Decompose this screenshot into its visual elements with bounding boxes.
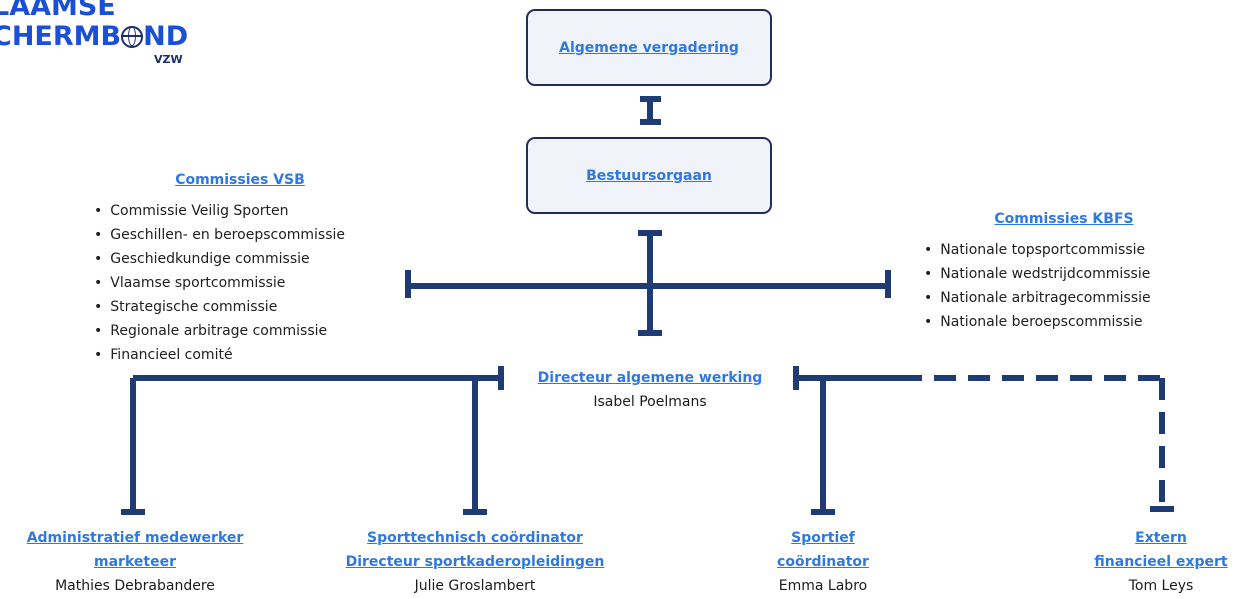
staff-sportief-role-2[interactable]: coördinator: [777, 554, 869, 570]
kbfs-commission-list: Nationale topsportcommissie Nationale we…: [924, 238, 1151, 334]
kbfs-title-link[interactable]: Commissies KBFS: [994, 211, 1134, 227]
vsb-title-link[interactable]: Commissies VSB: [175, 172, 305, 188]
globe-icon: [121, 26, 144, 48]
list-item: Nationale wedstrijdcommissie: [924, 262, 1151, 286]
list-item: Geschillen- en beroepscommissie: [94, 223, 345, 247]
list-item: Nationale beroepscommissie: [924, 310, 1151, 334]
logo-suffix: VZW: [154, 53, 183, 66]
list-item: Nationale topsportcommissie: [924, 238, 1151, 262]
staff-sporttechnisch-role-2[interactable]: Directeur sportkaderopleidingen: [345, 554, 605, 570]
assembly-box: Algemene vergadering: [526, 9, 772, 86]
list-item: Commissie Veilig Sporten: [94, 199, 345, 223]
kbfs-title-wrap: Commissies KBFS: [964, 207, 1164, 231]
staff-sporttechnisch: Sporttechnisch coördinator Directeur spo…: [325, 526, 625, 598]
vsb-commission-list: Commissie Veilig Sporten Geschillen- en …: [94, 199, 345, 367]
staff-sporttechnisch-name: Julie Groslambert: [414, 578, 536, 594]
logo-line-2: CHERMB ND: [0, 22, 188, 52]
staff-admin-name: Mathies Debrabandere: [55, 578, 215, 594]
board-link[interactable]: Bestuursorgaan: [586, 167, 712, 184]
list-item: Vlaamse sportcommissie: [94, 271, 345, 295]
staff-sportief-name: Emma Labro: [778, 578, 868, 594]
list-item: Financieel comité: [94, 343, 345, 367]
logo: LAAMSE CHERMB ND VZW: [0, 0, 188, 66]
list-item: Geschiedkundige commissie: [94, 247, 345, 271]
staff-extern-name: Tom Leys: [1128, 578, 1194, 594]
assembly-link[interactable]: Algemene vergadering: [559, 39, 739, 56]
staff-admin: Administratief medewerker marketeer Math…: [0, 526, 270, 598]
staff-sporttechnisch-role-1[interactable]: Sporttechnisch coördinator: [367, 530, 583, 546]
logo-text-b: ND: [143, 21, 189, 52]
list-item: Nationale arbitragecommissie: [924, 286, 1150, 310]
staff-sportief-role-1[interactable]: Sportief: [791, 530, 855, 546]
staff-extern-role-2[interactable]: financieel expert: [1094, 554, 1228, 570]
board-box: Bestuursorgaan: [526, 137, 772, 214]
staff-extern: Extern financieel expert Tom Leys: [1076, 526, 1246, 598]
staff-extern-role-1[interactable]: Extern: [1135, 530, 1187, 546]
staff-admin-role-2[interactable]: marketeer: [94, 554, 176, 570]
list-item: Strategische commissie: [94, 295, 345, 319]
staff-admin-role-1[interactable]: Administratief medewerker: [26, 530, 244, 546]
logo-text-a: CHERMB: [0, 21, 122, 52]
director-name: Isabel Poelmans: [593, 394, 707, 410]
logo-line-1: LAAMSE: [0, 0, 116, 22]
list-item: Regionale arbitrage commissie: [94, 319, 345, 343]
vsb-title-wrap: Commissies VSB: [140, 168, 340, 192]
staff-sportief: Sportief coördinator Emma Labro: [753, 526, 893, 598]
director-role-link[interactable]: Directeur algemene werking: [537, 370, 763, 386]
director-block: Directeur algemene werking Isabel Poelma…: [508, 366, 792, 414]
